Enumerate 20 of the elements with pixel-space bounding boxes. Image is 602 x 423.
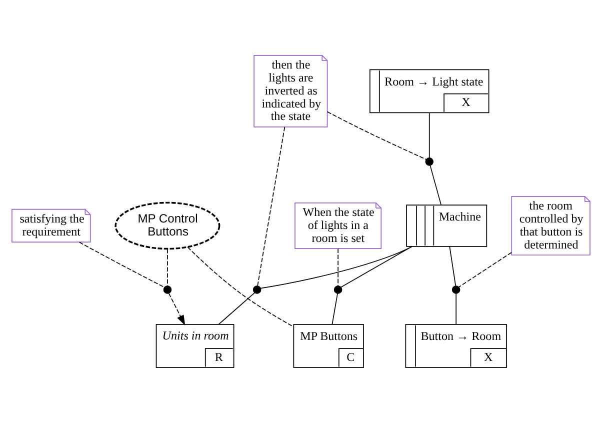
- connector: [187, 246, 294, 328]
- node-circle: [252, 286, 262, 294]
- connector: [218, 292, 256, 325]
- connector: [428, 112, 430, 158]
- node-circle: [163, 286, 172, 294]
- connector: [449, 246, 456, 286]
- connector: [332, 293, 338, 325]
- arrow: [168, 292, 186, 326]
- connector: [458, 252, 512, 288]
- node-circle: [452, 286, 460, 294]
- node-ellipse: MP Control Buttons: [114, 202, 220, 250]
- connector: [257, 126, 286, 286]
- connector: [340, 246, 412, 288]
- connector: [167, 248, 168, 286]
- connector: [430, 165, 442, 206]
- node-circle: [334, 286, 342, 294]
- connector: [326, 111, 427, 160]
- connector: [78, 242, 165, 288]
- connector: [260, 246, 413, 289]
- node-circle: [425, 158, 434, 166]
